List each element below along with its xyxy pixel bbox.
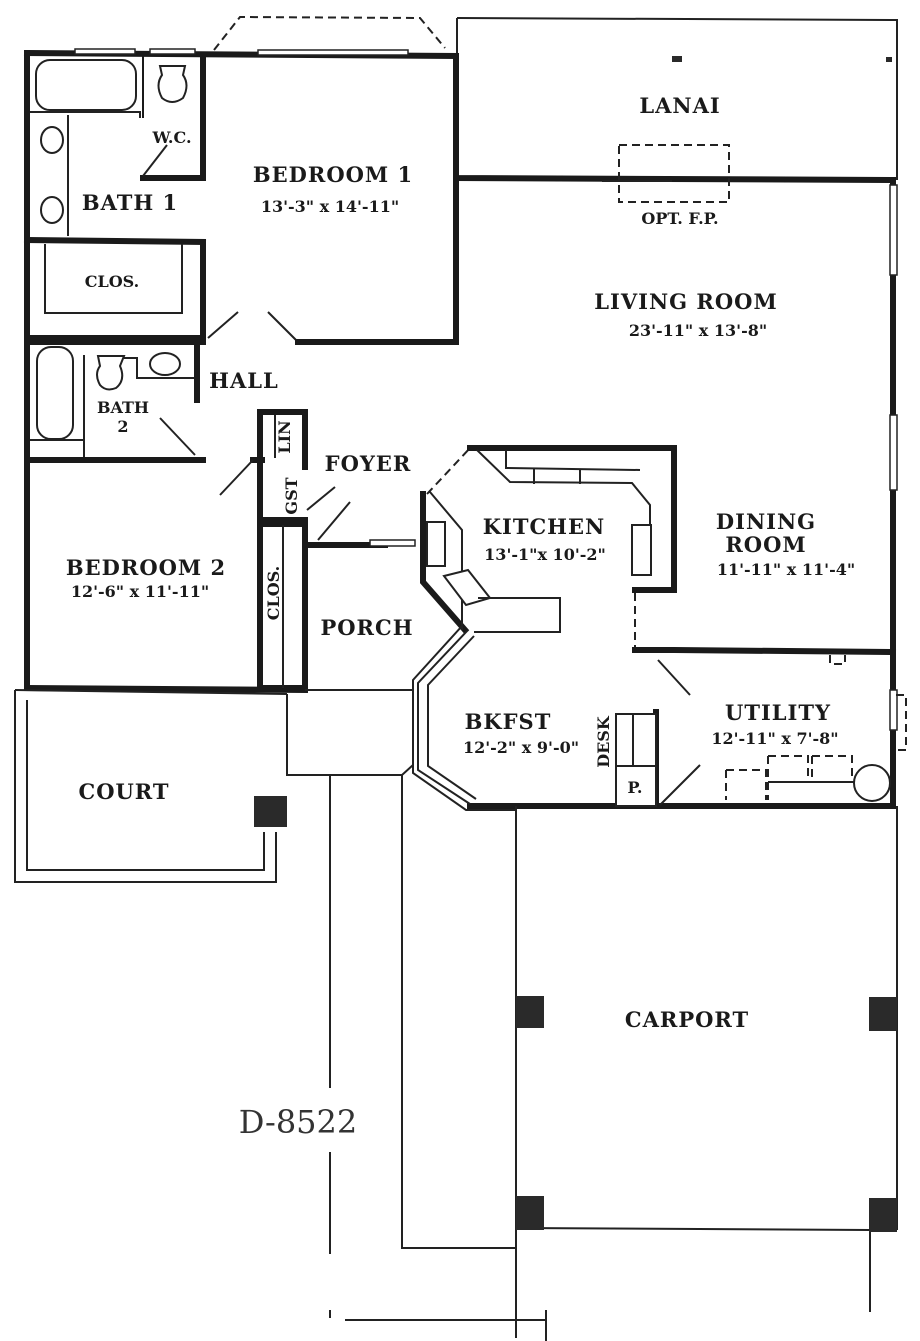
plan-code: D-8522 [239, 1103, 358, 1141]
carport-label: CARPORT [625, 1007, 749, 1032]
dining-room-label-2: ROOM [725, 532, 806, 557]
bath2-area [24, 339, 206, 463]
closets-stack [219, 409, 416, 691]
carport-post [869, 997, 897, 1031]
bath2-number: 2 [117, 417, 128, 436]
bay-window [213, 15, 446, 51]
toilet [96, 355, 126, 391]
bedroom2-dims: 12'-6" x 11'-11" [71, 582, 209, 601]
bath1-label: BATH 1 [82, 190, 178, 215]
bath1-area [23, 53, 459, 345]
bedroom1-label: BEDROOM 1 [253, 162, 413, 187]
dining-room-label: DINING [716, 509, 816, 534]
desk [615, 713, 657, 807]
porch-court [14, 689, 414, 883]
kitchen-dims: 13'-1"x 10'-2" [484, 545, 606, 564]
living-room-label: LIVING ROOM [594, 289, 777, 314]
kitchen-label: KITCHEN [483, 514, 605, 539]
carport-post [516, 1196, 544, 1230]
dining-room-dims: 11'-11" x 11'-4" [717, 560, 855, 579]
bathtub [36, 346, 74, 440]
water-heater [853, 764, 891, 802]
window [889, 689, 898, 731]
carport-post [516, 996, 544, 1028]
clos2-label: CLOS. [264, 566, 283, 620]
lanai-label: LANAI [639, 93, 720, 118]
wc-label: W.C. [151, 128, 191, 147]
bedroom2-label: BEDROOM 2 [66, 555, 226, 580]
bay-wall [412, 625, 515, 811]
bkfst-label: BKFST [465, 709, 552, 734]
foyer-label: FOYER [325, 451, 412, 476]
opt-fp-label: OPT. F.P. [641, 209, 718, 228]
utility-area [615, 659, 907, 809]
hall-label: HALL [209, 368, 279, 393]
sink [40, 196, 64, 224]
bathtub [35, 59, 137, 111]
optional-fireplace [618, 144, 730, 203]
guest-closet-label: GST [282, 477, 301, 514]
living-room-dims: 23'-11" x 13'-8" [629, 321, 767, 340]
window [74, 48, 136, 55]
sink [40, 126, 64, 154]
driveway [329, 775, 547, 1341]
kitchen-area [420, 445, 897, 665]
planter [254, 796, 287, 827]
porch-label: PORCH [320, 615, 413, 640]
window [889, 184, 898, 276]
window [257, 49, 409, 56]
clos1-label: CLOS. [85, 272, 139, 291]
utility-dims: 12'-11" x 7'-8" [711, 729, 838, 748]
court-label: COURT [78, 779, 169, 804]
bkfst-dims: 12'-2" x 9'-0" [463, 738, 579, 757]
window [149, 48, 196, 55]
window [889, 414, 898, 491]
toilet [157, 65, 188, 103]
pantry-label: P. [628, 778, 643, 797]
desk-label: DESK [594, 715, 613, 768]
linen-label: LIN [275, 420, 294, 453]
carport-post [869, 1198, 897, 1232]
kitchen-sink [442, 568, 492, 607]
sink [149, 352, 181, 376]
bath2-label: BATH [97, 398, 149, 417]
carport-area [515, 806, 898, 1312]
utility-label: UTILITY [725, 700, 831, 725]
bedroom1-dims: 13'-3" x 14'-11" [261, 197, 399, 216]
